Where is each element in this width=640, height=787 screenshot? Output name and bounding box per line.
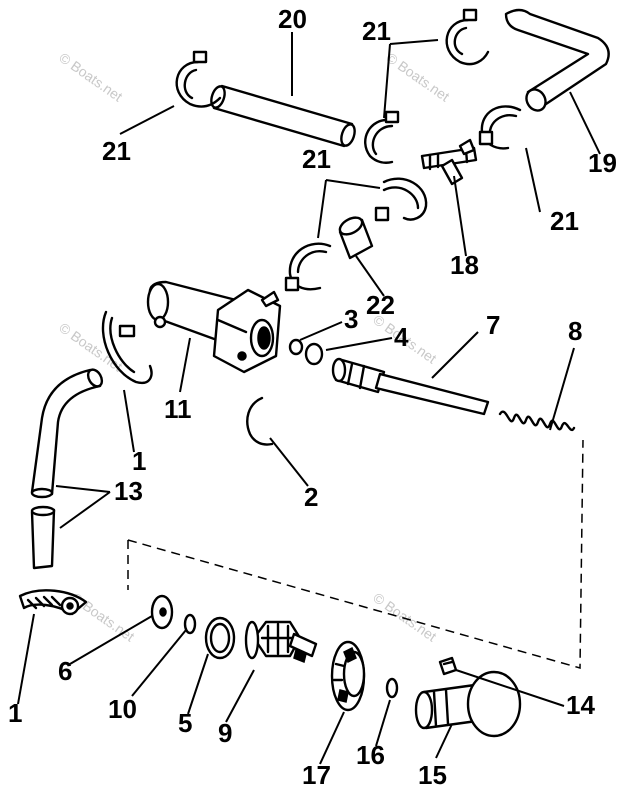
part-7-shaft (331, 357, 490, 416)
callout-18: 18 (450, 250, 479, 280)
callout-22: 22 (366, 290, 395, 320)
callout-21-top: 21 (362, 16, 391, 46)
watermark-2: © Boats.net (383, 49, 452, 104)
leader-lines (17, 32, 601, 765)
part-4-o-ring (304, 342, 324, 366)
part-21-clamp-top-right (445, 8, 490, 66)
callout-1-upper: 1 (132, 446, 146, 476)
part-13-hoses (30, 368, 104, 570)
part-10-o-ring (183, 613, 197, 635)
part-8-spring (498, 410, 576, 432)
part-21-clamp-center-upper (374, 177, 428, 222)
callout-3: 3 (344, 304, 358, 334)
part-5-o-ring (204, 616, 236, 660)
part-21-clamp-top-left (175, 50, 222, 108)
part-20-hose (210, 84, 356, 148)
part-21-clamp-center-lower (284, 242, 332, 292)
callout-10: 10 (108, 694, 137, 724)
part-17-diaphragm (330, 640, 366, 712)
callout-15: 15 (418, 760, 447, 787)
callout-11: 11 (164, 394, 192, 424)
callout-16: 16 (356, 740, 385, 770)
callout-19: 19 (588, 148, 617, 178)
callout-4: 4 (394, 322, 409, 352)
part-14-screw (438, 656, 458, 676)
callout-7: 7 (486, 310, 500, 340)
part-9-valve-fitting (244, 620, 318, 664)
callout-1-lower: 1 (8, 698, 22, 728)
alignment-dashed-line (127, 439, 584, 669)
callout-17: 17 (302, 760, 331, 787)
part-16-o-ring (385, 677, 399, 699)
callout-2: 2 (304, 482, 318, 512)
callout-13: 13 (114, 476, 143, 506)
part-19-bent-hose (504, 8, 610, 112)
callout-5: 5 (178, 708, 192, 738)
callout-21-left: 21 (102, 136, 131, 166)
part-3-o-ring (288, 338, 304, 356)
part-18-tee-fitting (420, 138, 478, 186)
part-21-clamp-right (478, 105, 522, 150)
part-22-sleeve (338, 216, 374, 260)
part-1-clamp-lower (18, 589, 88, 616)
callout-21-center: 21 (302, 144, 331, 174)
watermark-6: © Boats.net (370, 589, 439, 644)
part-2-retaining-ring (246, 396, 274, 446)
part-11-valve-body (146, 280, 282, 374)
callout-14: 14 (566, 690, 595, 720)
callout-20: 20 (278, 4, 307, 34)
part-6-washer (150, 594, 174, 630)
callout-21-right: 21 (550, 206, 579, 236)
watermark-1: © Boats.net (56, 49, 125, 104)
part-15-plunger (414, 670, 522, 738)
callout-6: 6 (58, 656, 72, 686)
part-21-clamp-mid (364, 110, 400, 164)
callout-9: 9 (218, 718, 232, 748)
callout-labels: 20 21 21 19 21 21 18 22 3 4 7 8 11 1 13 … (8, 4, 617, 787)
callout-8: 8 (568, 316, 582, 346)
part-1-clamp-upper (101, 310, 153, 385)
